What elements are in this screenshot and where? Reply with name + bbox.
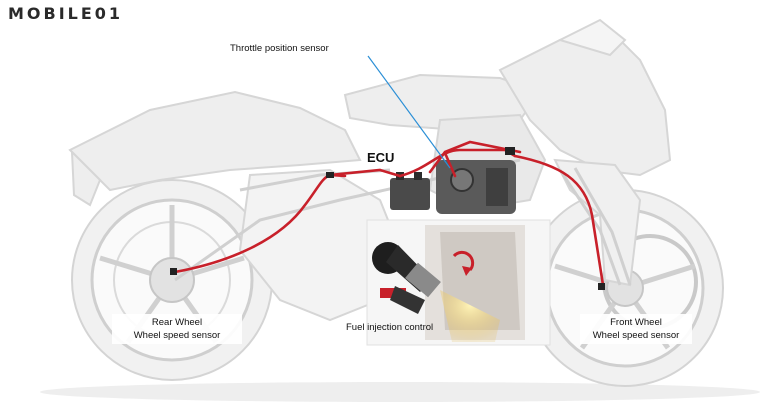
rear-wheel <box>71 179 273 381</box>
rear-wheel-label-line1: Rear Wheel <box>151 317 203 328</box>
front-wheel-label-line2: Wheel speed sensor <box>592 330 680 341</box>
fuel-spray <box>440 290 500 342</box>
rotation-arrows <box>452 250 475 276</box>
injector-body <box>372 242 441 314</box>
brand-logo: MOBILE01 <box>8 4 124 23</box>
throttle-sensor-label: Throttle position sensor <box>230 43 329 54</box>
front-wheel-sensor-label: Front Wheel Wheel speed sensor <box>580 314 692 344</box>
throttle-pointer-line <box>367 55 451 169</box>
rear-wheel-sensor-label: Rear Wheel Wheel speed sensor <box>112 314 242 344</box>
ground-shadow <box>40 382 760 402</box>
front-wheel-label-line1: Front Wheel <box>610 317 662 328</box>
throttle-body <box>436 160 516 214</box>
ecu-label: ECU <box>367 150 395 165</box>
wiring-harness <box>173 140 605 287</box>
rear-wheel-label-line2: Wheel speed sensor <box>133 330 221 341</box>
fuel-injection-label: Fuel injection control <box>346 322 434 333</box>
fuel-injection-inset <box>366 219 551 346</box>
harness-connectors <box>170 147 605 290</box>
ecu-unit <box>390 172 430 210</box>
